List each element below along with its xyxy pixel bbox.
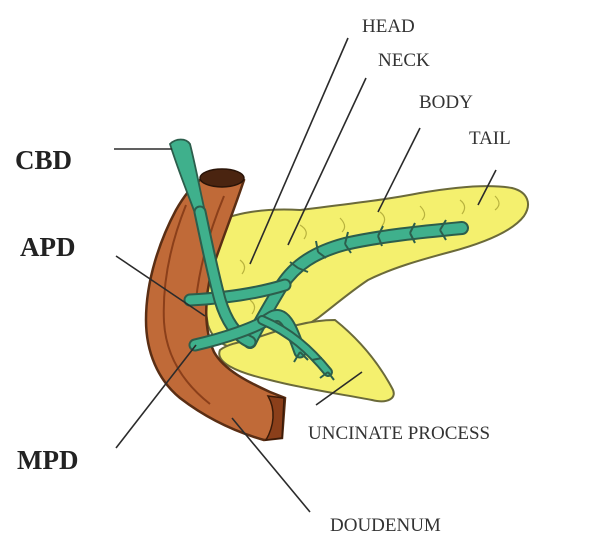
label-head: HEAD bbox=[362, 16, 415, 37]
label-duodenum: DOUDENUM bbox=[330, 515, 441, 536]
label-tail: TAIL bbox=[469, 128, 511, 149]
label-cbd: CBD bbox=[15, 145, 72, 175]
label-neck: NECK bbox=[378, 50, 430, 71]
label-uncinate-process: UNCINATE PROCESS bbox=[308, 423, 490, 444]
label-body: BODY bbox=[419, 92, 473, 113]
duodenum-opening bbox=[200, 169, 244, 187]
label-mpd: MPD bbox=[17, 445, 78, 475]
label-apd: APD bbox=[20, 232, 76, 262]
